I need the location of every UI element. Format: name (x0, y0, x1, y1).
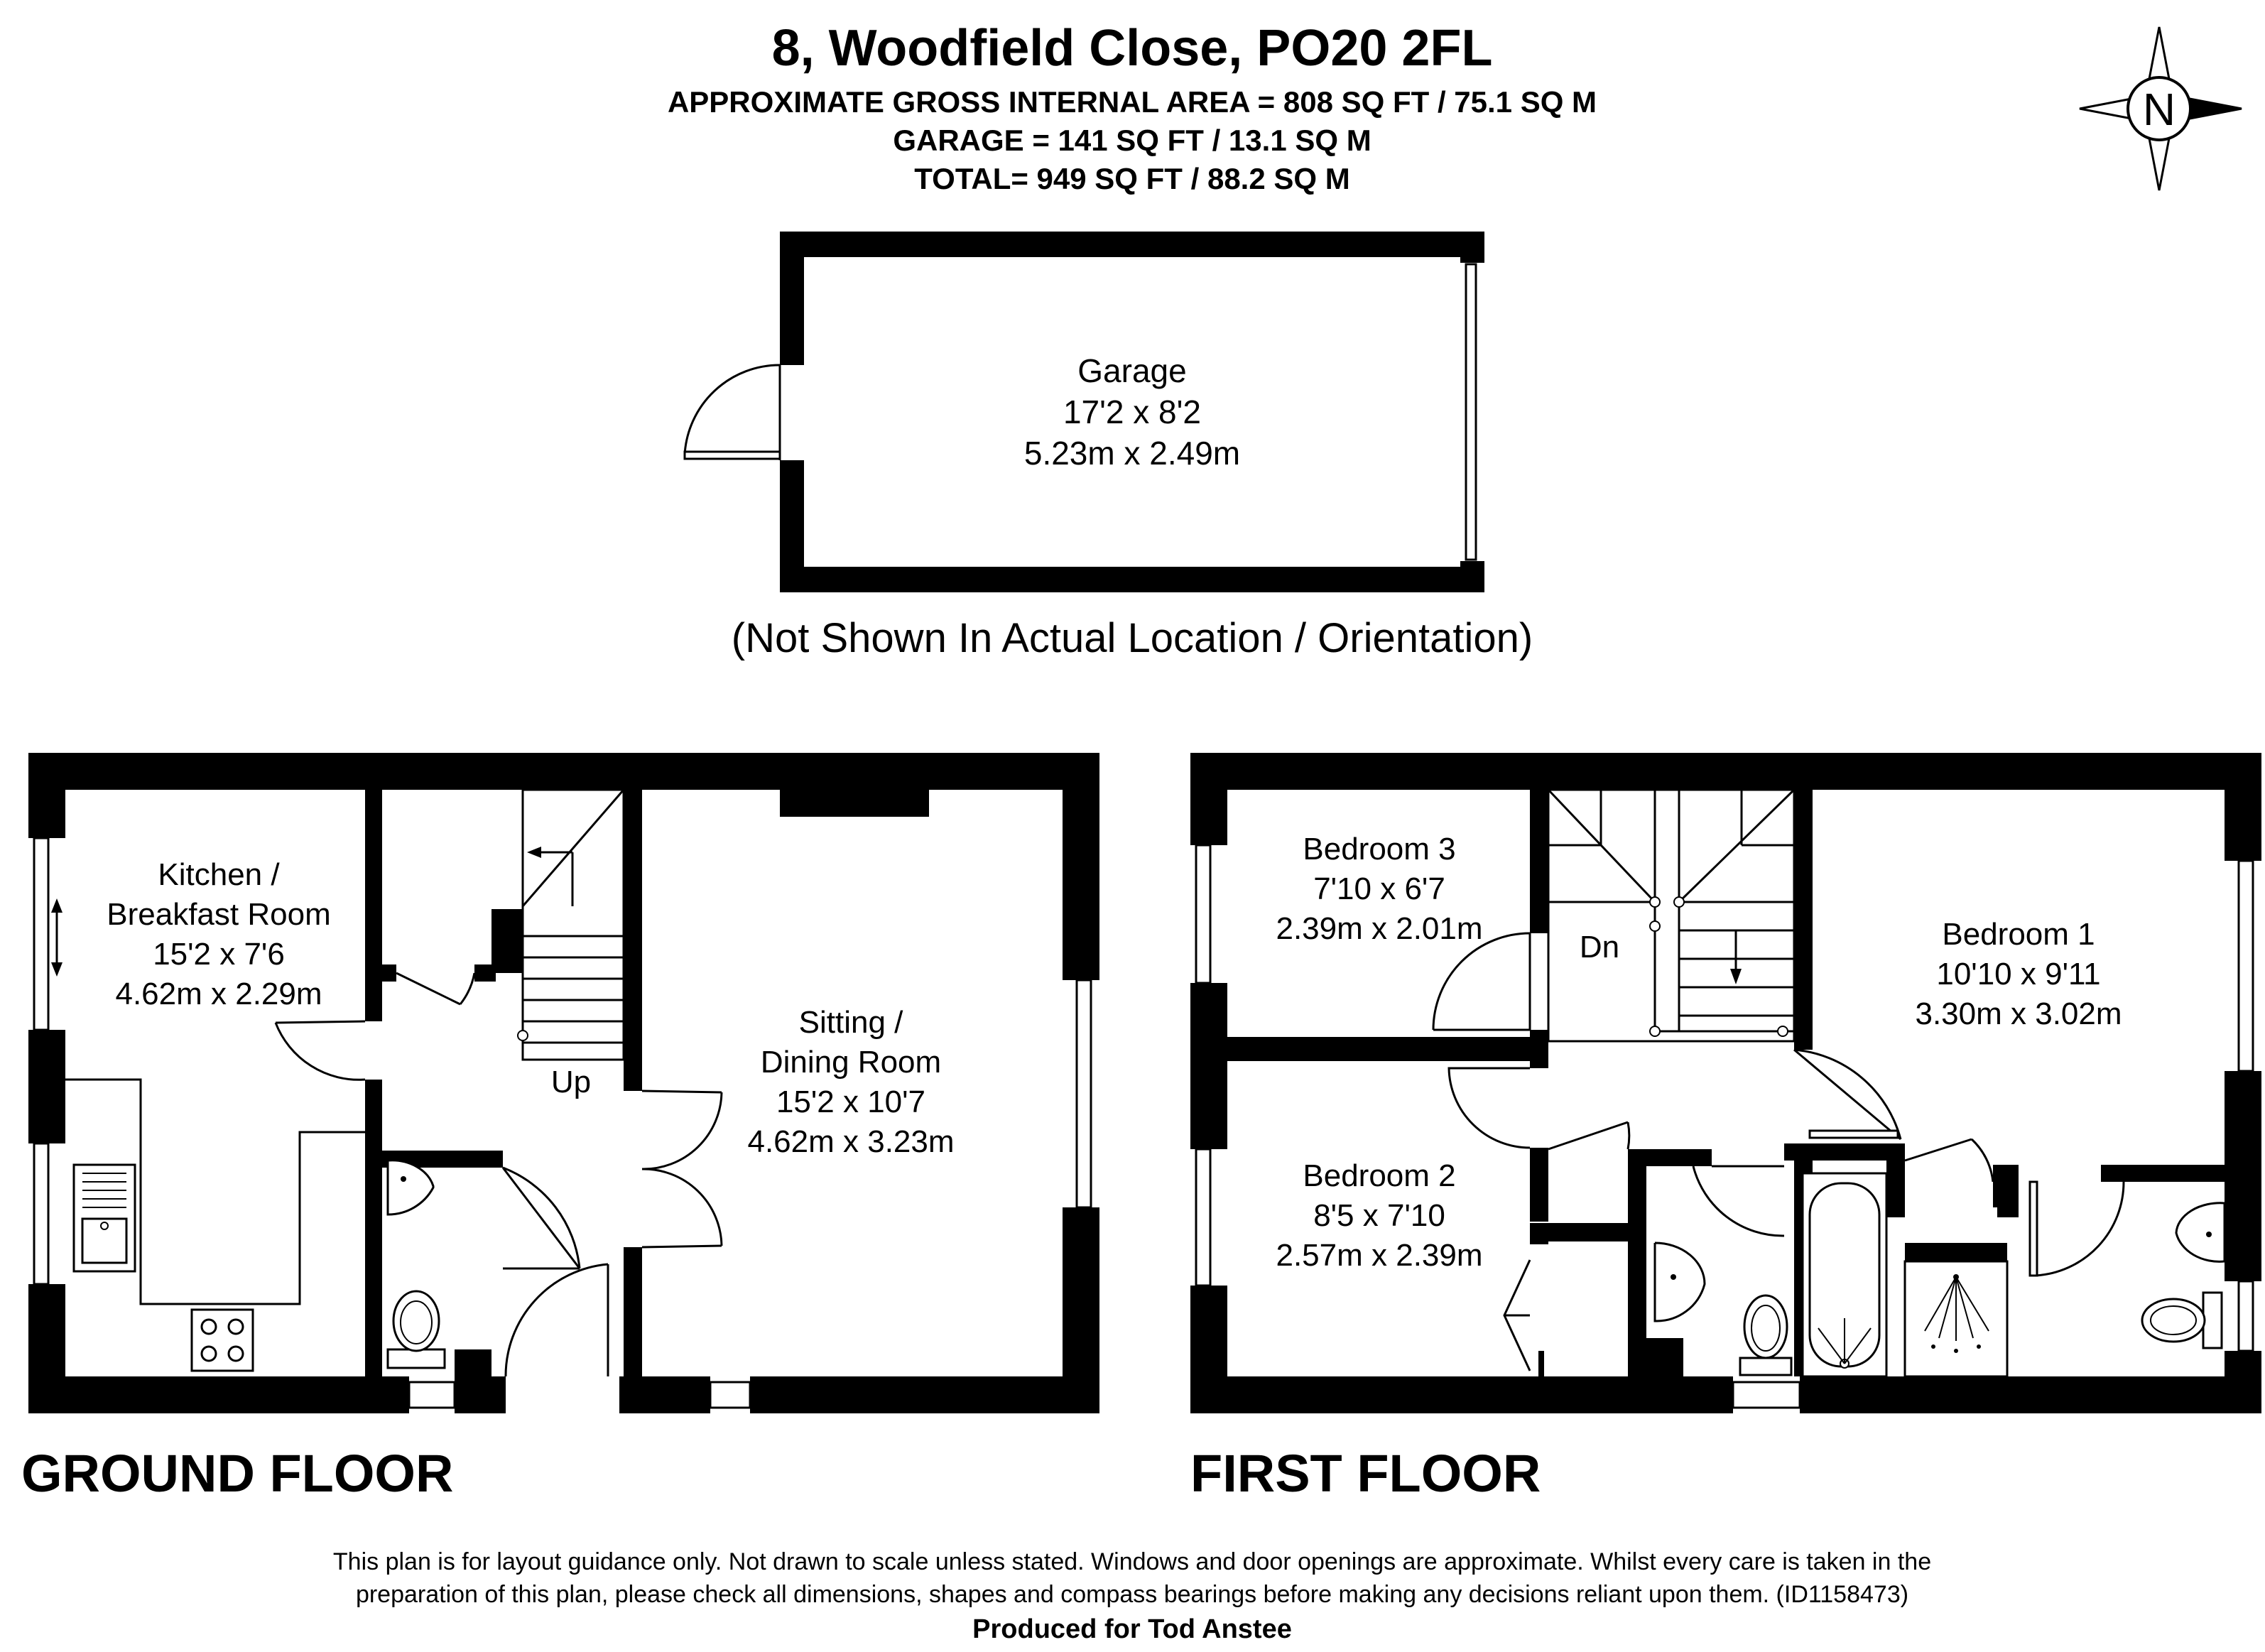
hob-icon (190, 1308, 254, 1372)
bedroom2-metric: 2.57m x 2.39m (1276, 1238, 1482, 1273)
garage-room-name: Garage (1077, 352, 1186, 389)
bedroom1-name: Bedroom 1 (1942, 917, 2095, 952)
ensuite-door-icon (1904, 1138, 2125, 1277)
ground-floor-plan: Kitchen / Breakfast Room 15'2 x 7'6 4.62… (21, 753, 1099, 1503)
sitting-room-name-line1: Sitting / (799, 1005, 904, 1040)
garage-location-note: (Not Shown In Actual Location / Orientat… (732, 615, 1533, 661)
sitting-room-name-line2: Dining Room (761, 1045, 941, 1080)
first-floor-label: FIRST FLOOR (1190, 1444, 1541, 1503)
kitchen-imperial: 15'2 x 7'6 (153, 937, 285, 972)
sitting-room-metric: 4.62m x 3.23m (747, 1124, 954, 1159)
produced-for: Produced for Tod Anstee (972, 1614, 1292, 1644)
stairs-down-label: Dn (1580, 930, 1619, 964)
garage-side-door-icon (683, 364, 781, 460)
garage-area: GARAGE = 141 SQ FT / 13.1 SQ M (893, 124, 1371, 157)
property-title: 8, Woodfield Close, PO20 2FL (772, 20, 1493, 77)
compass-rose-icon: N (2079, 26, 2242, 191)
header: 8, Woodfield Close, PO20 2FL APPROXIMATE… (668, 20, 1597, 195)
garage-room-metric: 5.23m x 2.49m (1024, 435, 1240, 472)
disclaimer-line2: preparation of this plan, please check a… (356, 1581, 1908, 1608)
stairs-up-label: Up (551, 1065, 591, 1099)
bedroom2-name: Bedroom 2 (1303, 1158, 1455, 1193)
bedroom3-door-icon (1432, 932, 1531, 1031)
ensuite-basin-icon (2175, 1202, 2226, 1263)
kitchen-name-line2: Breakfast Room (107, 897, 330, 932)
bath-icon (1801, 1172, 1888, 1378)
gross-internal-area: APPROXIMATE GROSS INTERNAL AREA = 808 SQ… (668, 85, 1597, 119)
front-door-icon (504, 1263, 609, 1377)
wardrobe-door-icon (1503, 1259, 1531, 1371)
sitting-room-double-door-icon (641, 1089, 723, 1249)
bedroom1-metric: 3.30m x 3.02m (1915, 996, 2122, 1031)
staircase-down (1547, 788, 1796, 1043)
bedroom1-imperial: 10'10 x 9'11 (1936, 957, 2100, 991)
shower-icon (1903, 1260, 2009, 1378)
compass-north-label: N (2143, 84, 2176, 135)
wc-door-icon (501, 1166, 581, 1270)
bedroom3-metric: 2.39m x 2.01m (1276, 911, 1482, 946)
disclaimer-line1: This plan is for layout guidance only. N… (333, 1548, 1931, 1575)
bedroom2-imperial: 8'5 x 7'10 (1313, 1198, 1445, 1233)
sitting-room-imperial: 15'2 x 10'7 (776, 1085, 925, 1119)
basin-icon (386, 1159, 435, 1216)
garage-room-imperial: 17'2 x 8'2 (1063, 393, 1201, 430)
total-area: TOTAL= 949 SQ FT / 88.2 SQ M (914, 162, 1349, 195)
footer: This plan is for layout guidance only. N… (333, 1548, 1931, 1644)
staircase-up (517, 788, 625, 1061)
ensuite-toilet-icon (2141, 1291, 2223, 1349)
bedroom1-door-icon (1793, 1048, 1902, 1141)
sliding-door-arrow-icon (51, 898, 63, 977)
bedroom3-imperial: 7'10 x 6'7 (1313, 871, 1445, 906)
sink-icon (72, 1163, 136, 1273)
ground-floor-label: GROUND FLOOR (21, 1444, 453, 1503)
cupboard-door-icon (396, 972, 476, 1006)
bathroom-door-icon (1692, 1165, 1785, 1237)
bathroom-basin-icon (1653, 1241, 1706, 1322)
bedroom2-door-icon (1447, 1067, 1531, 1149)
kitchen-name-line1: Kitchen / (158, 857, 280, 892)
bedroom3-name: Bedroom 3 (1303, 832, 1455, 866)
first-floor-plan: Bedroom 3 7'10 x 6'7 2.39m x 2.01m Bedro… (1190, 753, 2261, 1503)
kitchen-metric: 4.62m x 2.29m (115, 977, 322, 1011)
toilet-icon (386, 1290, 446, 1369)
landing-cupboard-door-icon (1548, 1121, 1631, 1151)
kitchen-door-icon (274, 1020, 366, 1081)
garage-plan: Garage 17'2 x 8'2 5.23m x 2.49m (Not Sho… (683, 232, 1533, 661)
bathroom-toilet-icon (1739, 1294, 1793, 1376)
